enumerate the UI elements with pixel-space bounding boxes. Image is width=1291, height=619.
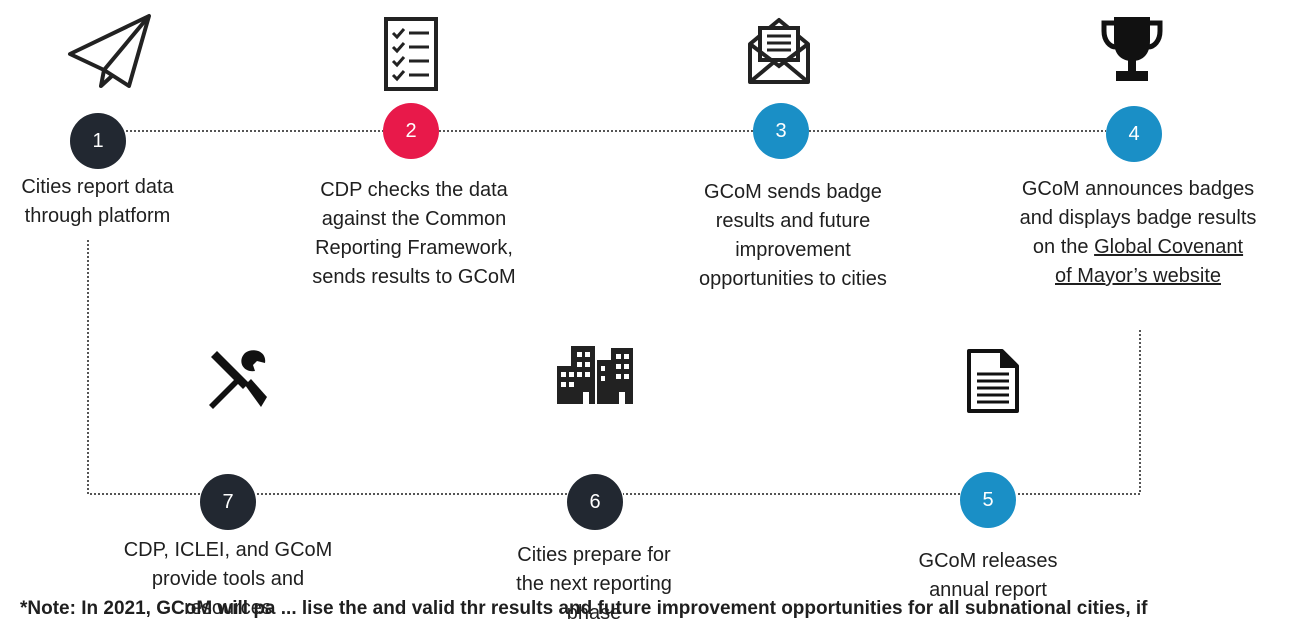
tools-icon [209,350,267,409]
gcom-website-link[interactable]: Global Covenant [1094,236,1244,258]
step-2-circle: 2 [383,103,439,159]
trophy-icon [1101,17,1163,81]
step-1-circle: 1 [70,113,126,169]
envelope-icon [748,18,810,84]
step-4-label: GCoM announces badges and displays badge… [1019,178,1257,287]
step-3-circle: 3 [753,103,809,159]
step-7-circle: 7 [200,474,256,530]
document-icon [967,349,1019,413]
buildings-icon [557,346,633,404]
gcom-website-link-cont[interactable]: of Mayor’s website [1055,265,1221,287]
connector-7-1 [87,238,200,495]
checklist-icon [384,17,438,91]
footnote: *Note: In 2021, GCoM will pa ... lise th… [20,598,1148,619]
step-4-circle: 4 [1106,106,1162,162]
step-5-circle: 5 [960,472,1016,528]
paper-plane-icon [68,14,151,88]
connector-4-5 [1017,330,1141,495]
step-6-circle: 6 [567,474,623,530]
